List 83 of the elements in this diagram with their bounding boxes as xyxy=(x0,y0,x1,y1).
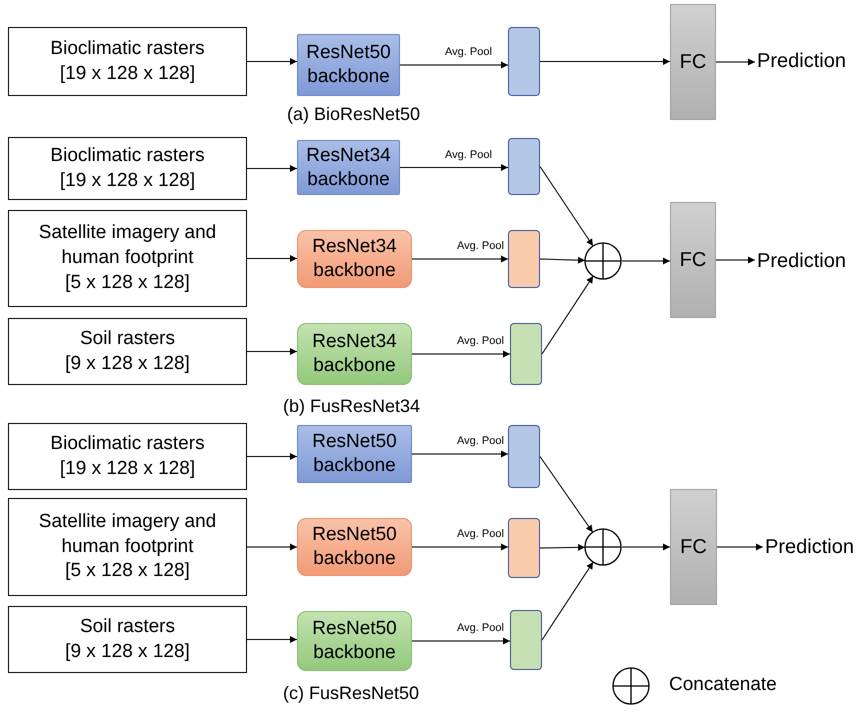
input-box xyxy=(8,27,247,96)
fc-layer-box xyxy=(670,489,717,605)
node-text: Bioclimatic rasters [19 x 128 x 128] xyxy=(50,144,205,192)
edge-label: Avg. Pool xyxy=(456,335,505,348)
feature-vector-box xyxy=(510,610,542,670)
arrow xyxy=(246,453,298,460)
arrow xyxy=(400,62,508,68)
backbone-box xyxy=(297,611,412,671)
input-box xyxy=(8,498,247,596)
node-text: ResNet34 backbone xyxy=(311,235,398,283)
node-text: ResNet50 backbone xyxy=(311,617,398,665)
node-text: FC xyxy=(680,50,706,74)
node-text: Soil rasters [9 x 128 x 128] xyxy=(65,614,190,664)
input-box xyxy=(8,318,247,385)
backbone-box xyxy=(297,323,412,385)
arrow xyxy=(716,58,756,66)
arrow xyxy=(540,544,586,551)
panel-caption: (c) FusResNet50 xyxy=(283,683,420,704)
node-text: Satellite imagery and human footprint [5 x 128 x 128] xyxy=(38,221,218,295)
output-label: Prediction xyxy=(763,532,863,562)
arrow xyxy=(246,636,298,643)
arrow xyxy=(540,166,594,247)
arrow xyxy=(246,255,298,262)
input-box xyxy=(8,606,247,673)
input-box xyxy=(8,210,247,307)
arrow xyxy=(412,544,508,550)
input-box xyxy=(8,137,247,200)
fc-layer-box xyxy=(670,202,716,318)
arrow xyxy=(412,256,508,262)
arrow xyxy=(542,276,594,354)
node-text: FC xyxy=(680,248,706,272)
output-label: Prediction xyxy=(755,246,855,276)
node-text: ResNet50 backbone xyxy=(305,41,392,89)
feature-vector-box xyxy=(508,425,540,488)
backbone-box xyxy=(297,518,412,576)
arrow xyxy=(246,165,298,172)
arrow xyxy=(400,164,508,171)
arrow xyxy=(540,456,594,533)
feature-vector-box xyxy=(508,230,540,288)
node-text: Soil rasters [9 x 128 x 128] xyxy=(65,326,190,376)
concatenate-symbol xyxy=(584,242,622,280)
edge-label: Avg. Pool xyxy=(456,435,505,448)
node-text: FC xyxy=(680,536,707,558)
arrow xyxy=(540,256,586,264)
input-box xyxy=(8,423,247,490)
concatenate-symbol xyxy=(584,528,622,566)
arrow xyxy=(716,544,764,550)
backbone-box xyxy=(297,34,400,96)
node-text: ResNet34 backbone xyxy=(311,330,398,378)
node-text: ResNet34 backbone xyxy=(305,144,392,192)
edge-label: Avg. Pool xyxy=(456,528,505,541)
edge-label: Avg. Pool xyxy=(444,46,493,59)
edge-label: Avg. Pool xyxy=(444,148,493,162)
node-text: Satellite imagery and human footprint [5 x 128 x 128] xyxy=(38,510,218,584)
arrow xyxy=(246,58,298,65)
panel-caption: (a) BioResNet50 xyxy=(287,104,420,125)
node-text: ResNet50 backbone xyxy=(311,430,398,478)
arrow xyxy=(246,348,298,355)
backbone-box xyxy=(297,230,412,288)
fc-layer-box xyxy=(670,4,716,120)
arrow xyxy=(622,544,670,550)
arrow xyxy=(412,350,510,358)
arrow xyxy=(540,58,670,65)
edge-label: Avg. Pool xyxy=(456,240,505,253)
arrow xyxy=(622,258,670,264)
edge-label: Avg. Pool xyxy=(456,622,505,635)
feature-vector-box xyxy=(508,518,540,578)
output-label: Prediction xyxy=(755,46,855,76)
panel-caption: (b) FusResNet34 xyxy=(283,396,420,417)
node-text: ResNet50 backbone xyxy=(311,523,398,571)
feature-vector-box xyxy=(508,138,540,195)
feature-vector-box xyxy=(508,27,540,96)
feature-vector-box xyxy=(510,323,542,385)
backbone-box xyxy=(297,425,412,483)
arrow xyxy=(542,562,594,640)
node-text: Bioclimatic rasters [19 x 128 x 128] xyxy=(50,36,205,86)
legend-label: Concatenate xyxy=(669,674,777,696)
node-text: Bioclimatic rasters [19 x 128 x 128] xyxy=(50,432,205,480)
arrow xyxy=(246,544,298,550)
backbone-box xyxy=(297,140,400,195)
arrow xyxy=(716,256,756,264)
arrow xyxy=(412,450,508,458)
arrow xyxy=(412,638,510,644)
